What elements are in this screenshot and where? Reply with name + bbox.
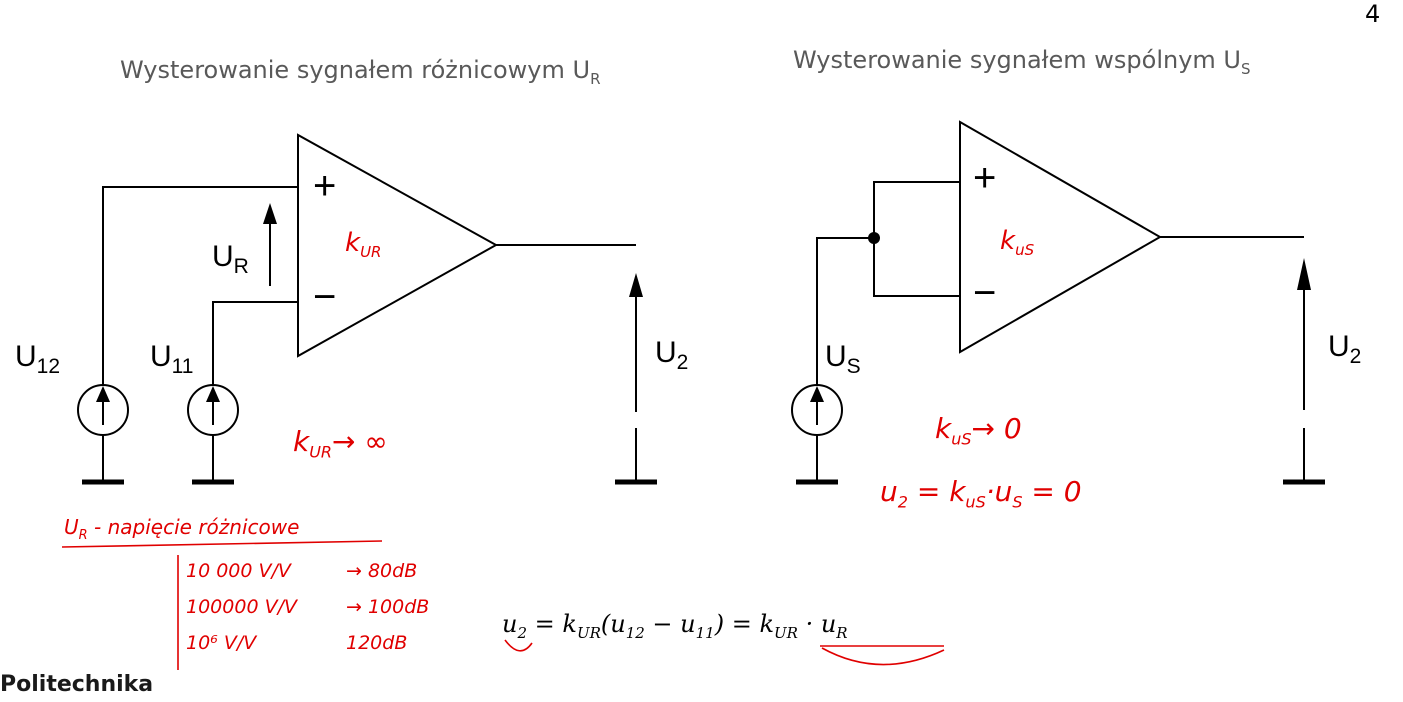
u2-formula-swoosh xyxy=(504,639,533,652)
right-title: Wysterowanie sygnałem wspólnym US xyxy=(793,46,1251,78)
annotation-ur-note: UR - napięcie różnicowe xyxy=(64,515,300,543)
label-u12: U12 xyxy=(15,340,61,378)
junction-dot xyxy=(868,232,880,244)
u2-left-arrowhead xyxy=(629,273,643,297)
us-source-arrow xyxy=(810,386,824,402)
page-number: 4 xyxy=(1365,0,1381,28)
annotation-kur-limit: kUR→ ∞ xyxy=(293,425,388,462)
opamp-left-triangle xyxy=(297,133,499,358)
main-formula: u2 = kUR(u12 − u11) = kUR · uR xyxy=(502,610,848,642)
annotation-kus-inside: kuS xyxy=(1000,226,1035,260)
right-plus-sign: + xyxy=(973,156,997,200)
gain-value: 100000 V/V xyxy=(186,596,297,618)
gain-row: 10 000 V/V → 80dB xyxy=(186,560,486,582)
gain-row: 100000 V/V → 100dB xyxy=(186,596,486,618)
label-u11: U11 xyxy=(150,340,194,378)
label-u2-left: U2 xyxy=(655,336,689,374)
gain-db: 120dB xyxy=(346,632,408,654)
annotation-u2-equation: u2 = kuS·uS = 0 xyxy=(880,475,1082,512)
u12-source-arrow xyxy=(96,386,110,402)
gain-row: 10⁶ V/V 120dB xyxy=(186,632,486,654)
ur-arrowhead xyxy=(263,203,277,224)
right-minus-sign: − xyxy=(973,271,997,315)
note-underline xyxy=(61,540,383,548)
label-us: US xyxy=(825,340,861,378)
left-title: Wysterowanie sygnałem różnicowym UR xyxy=(120,56,601,88)
u11-source-arrow xyxy=(206,386,220,402)
gain-db: → 100dB xyxy=(346,596,430,618)
gain-db: → 80dB xyxy=(346,560,418,582)
left-minus-sign: − xyxy=(313,275,337,319)
plus-tie-wire xyxy=(873,181,960,297)
gain-value: 10 000 V/V xyxy=(186,560,291,582)
label-u2-right: U2 xyxy=(1328,330,1362,368)
u2-right-arrowhead xyxy=(1297,258,1311,290)
u12-wire xyxy=(102,186,298,385)
politechnika-logo: Politechnika xyxy=(0,672,154,697)
label-ur: UR xyxy=(212,240,249,278)
kur-formula-swoosh xyxy=(821,647,945,666)
us-wire xyxy=(816,237,874,385)
opamp-right-triangle xyxy=(959,120,1163,354)
annotation-kus-limit: kuS→ 0 xyxy=(935,412,1022,449)
annotation-kur-inside: kUR xyxy=(345,228,382,262)
left-plus-sign: + xyxy=(313,164,337,208)
u11-wire xyxy=(212,301,298,385)
gain-value: 10⁶ V/V xyxy=(186,632,257,654)
